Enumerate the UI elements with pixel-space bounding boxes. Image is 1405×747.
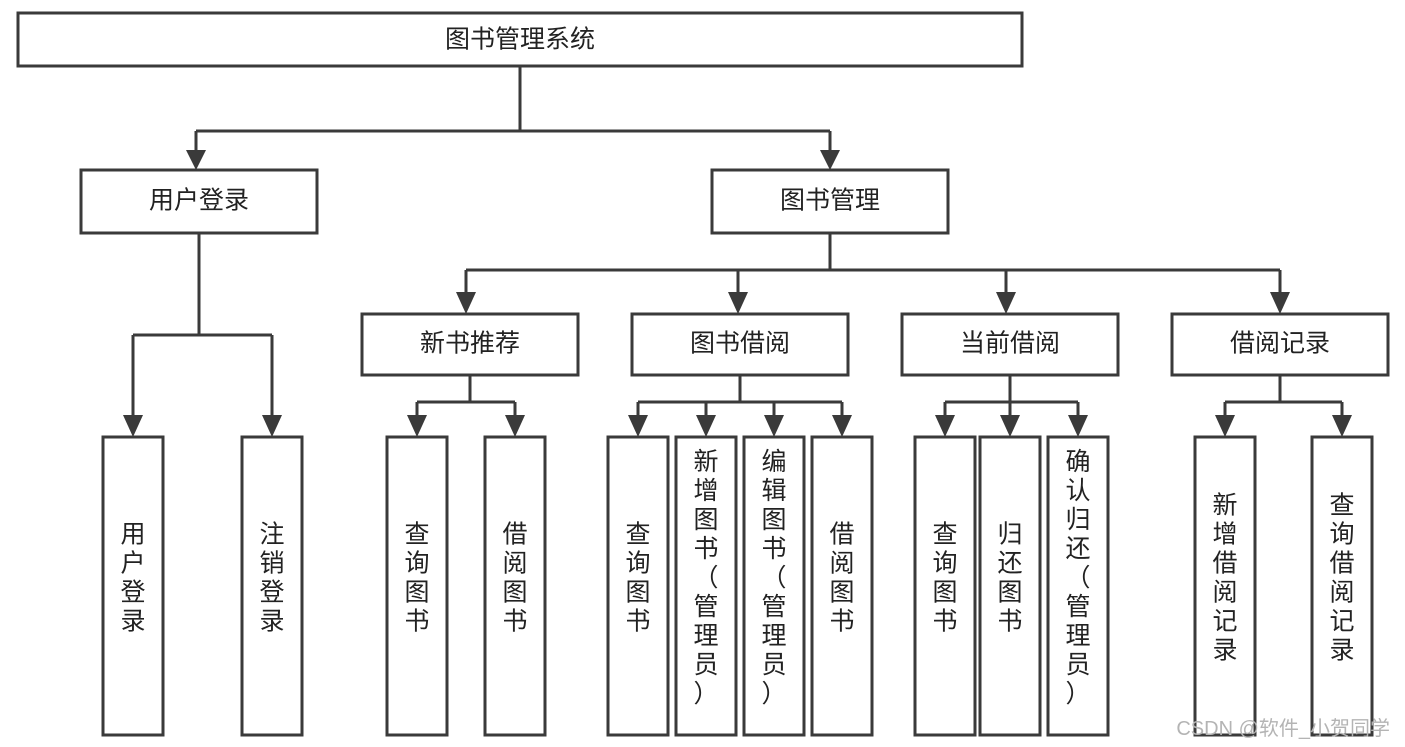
leaf-add-borrow-record[interactable]: 新增借阅记录 xyxy=(1193,435,1257,737)
node-book-borrow-box[interactable] xyxy=(630,312,850,377)
leaf-query-borrow-record[interactable]: 查询借阅记录 xyxy=(1310,435,1374,737)
node-current-borrow-box[interactable] xyxy=(900,312,1120,377)
node-root-box[interactable] xyxy=(16,11,1024,68)
arrowhead-leaf-confirm-return-admin xyxy=(1068,415,1088,437)
leaf-user-login[interactable]: 用户登录 xyxy=(101,435,165,737)
leaf-query-book-3[interactable]: 查询图书 xyxy=(913,435,977,737)
leaf-query-book-1-label: 查询图书 xyxy=(404,521,429,636)
connector-layer xyxy=(123,66,1352,437)
arrowhead-leaf-logout-login xyxy=(262,415,282,437)
leaf-edit-book-admin-box[interactable] xyxy=(742,435,806,737)
leaf-query-book-2-box[interactable] xyxy=(606,435,670,737)
arrowhead-book-management xyxy=(820,150,840,170)
node-root-label: 图书管理系统 xyxy=(445,26,595,54)
leaf-query-book-2-label: 查询图书 xyxy=(625,521,650,636)
leaf-logout-login-label: 注销登录 xyxy=(259,521,284,636)
watermark-label: CSDN @软件_小贺同学 xyxy=(1176,717,1390,740)
arrowhead-leaf-query-book-2 xyxy=(628,415,648,437)
leaf-edit-book-admin[interactable]: 编辑图书（管理员） xyxy=(742,435,806,737)
leaf-query-borrow-record-box[interactable] xyxy=(1310,435,1374,737)
leaf-confirm-return-admin-box[interactable] xyxy=(1046,435,1110,737)
node-current-borrow[interactable]: 当前借阅 xyxy=(900,312,1120,377)
leaf-query-book-3-box[interactable] xyxy=(913,435,977,737)
leaf-borrow-book-1-label: 借阅图书 xyxy=(502,521,527,636)
leaf-query-book-1[interactable]: 查询图书 xyxy=(385,435,449,737)
node-root[interactable]: 图书管理系统 xyxy=(16,11,1024,68)
leaf-confirm-return-admin[interactable]: 确认归还（管理员） xyxy=(1046,435,1110,737)
leaf-add-borrow-record-label: 新增借阅记录 xyxy=(1212,492,1237,665)
arrowhead-leaf-query-borrow-record xyxy=(1332,415,1352,437)
leaf-query-book-3-label: 查询图书 xyxy=(932,521,957,636)
node-borrow-record[interactable]: 借阅记录 xyxy=(1170,312,1390,377)
arrowhead-leaf-add-book-admin xyxy=(696,415,716,437)
node-user-login-box[interactable] xyxy=(79,168,319,235)
leaf-add-borrow-record-box[interactable] xyxy=(1193,435,1257,737)
node-book-borrow-label: 图书借阅 xyxy=(690,330,790,358)
leaf-add-book-admin[interactable]: 新增图书（管理员） xyxy=(674,435,738,737)
arrowhead-borrow-record xyxy=(1270,292,1290,314)
node-user-login-label: 用户登录 xyxy=(149,187,249,215)
node-book-management-label: 图书管理 xyxy=(780,187,880,215)
arrowhead-book-borrow xyxy=(728,292,748,314)
leaf-return-book[interactable]: 归还图书 xyxy=(978,435,1042,737)
leaf-logout-login-box[interactable] xyxy=(240,435,304,737)
node-new-book-recommend-box[interactable] xyxy=(360,312,580,377)
leaf-logout-login[interactable]: 注销登录 xyxy=(240,435,304,737)
arrowhead-user-login xyxy=(186,150,206,170)
arrowhead-leaf-borrow-book-2 xyxy=(832,415,852,437)
arrowhead-leaf-query-book-3 xyxy=(935,415,955,437)
node-user-login[interactable]: 用户登录 xyxy=(79,168,319,235)
leaf-user-login-label: 用户登录 xyxy=(120,521,145,636)
node-borrow-record-box[interactable] xyxy=(1170,312,1390,377)
leaf-confirm-return-admin-label: 确认归还（管理员） xyxy=(1065,448,1090,708)
arrowhead-leaf-edit-book-admin xyxy=(764,415,784,437)
leaf-return-book-label: 归还图书 xyxy=(997,521,1022,636)
leaf-return-book-box[interactable] xyxy=(978,435,1042,737)
node-book-borrow[interactable]: 图书借阅 xyxy=(630,312,850,377)
node-book-management[interactable]: 图书管理 xyxy=(710,168,950,235)
node-borrow-record-label: 借阅记录 xyxy=(1230,330,1330,358)
arrowhead-leaf-return-book xyxy=(1000,415,1020,437)
node-new-book-recommend-label: 新书推荐 xyxy=(420,330,520,358)
leaf-user-login-box[interactable] xyxy=(101,435,165,737)
leaf-borrow-book-1[interactable]: 借阅图书 xyxy=(483,435,547,737)
arrowhead-leaf-user-login xyxy=(123,415,143,437)
node-new-book-recommend[interactable]: 新书推荐 xyxy=(360,312,580,377)
leaf-query-borrow-record-label: 查询借阅记录 xyxy=(1329,492,1354,665)
arrowhead-leaf-query-book-1 xyxy=(407,415,427,437)
arrowhead-leaf-borrow-book-1 xyxy=(505,415,525,437)
arrowhead-current-borrow xyxy=(996,292,1016,314)
leaf-borrow-book-2[interactable]: 借阅图书 xyxy=(810,435,874,737)
leaf-borrow-book-1-box[interactable] xyxy=(483,435,547,737)
node-current-borrow-label: 当前借阅 xyxy=(960,330,1060,358)
leaf-borrow-book-2-box[interactable] xyxy=(810,435,874,737)
arrowhead-new-book-recommend xyxy=(456,292,476,314)
node-book-management-box[interactable] xyxy=(710,168,950,235)
leaf-add-book-admin-box[interactable] xyxy=(674,435,738,737)
leaf-add-book-admin-label: 新增图书（管理员） xyxy=(693,448,718,708)
leaf-borrow-book-2-label: 借阅图书 xyxy=(829,521,854,636)
arrowhead-leaf-add-borrow-record xyxy=(1215,415,1235,437)
leaf-edit-book-admin-label: 编辑图书（管理员） xyxy=(761,448,786,708)
leaf-query-book-2[interactable]: 查询图书 xyxy=(606,435,670,737)
leaf-query-book-1-box[interactable] xyxy=(385,435,449,737)
